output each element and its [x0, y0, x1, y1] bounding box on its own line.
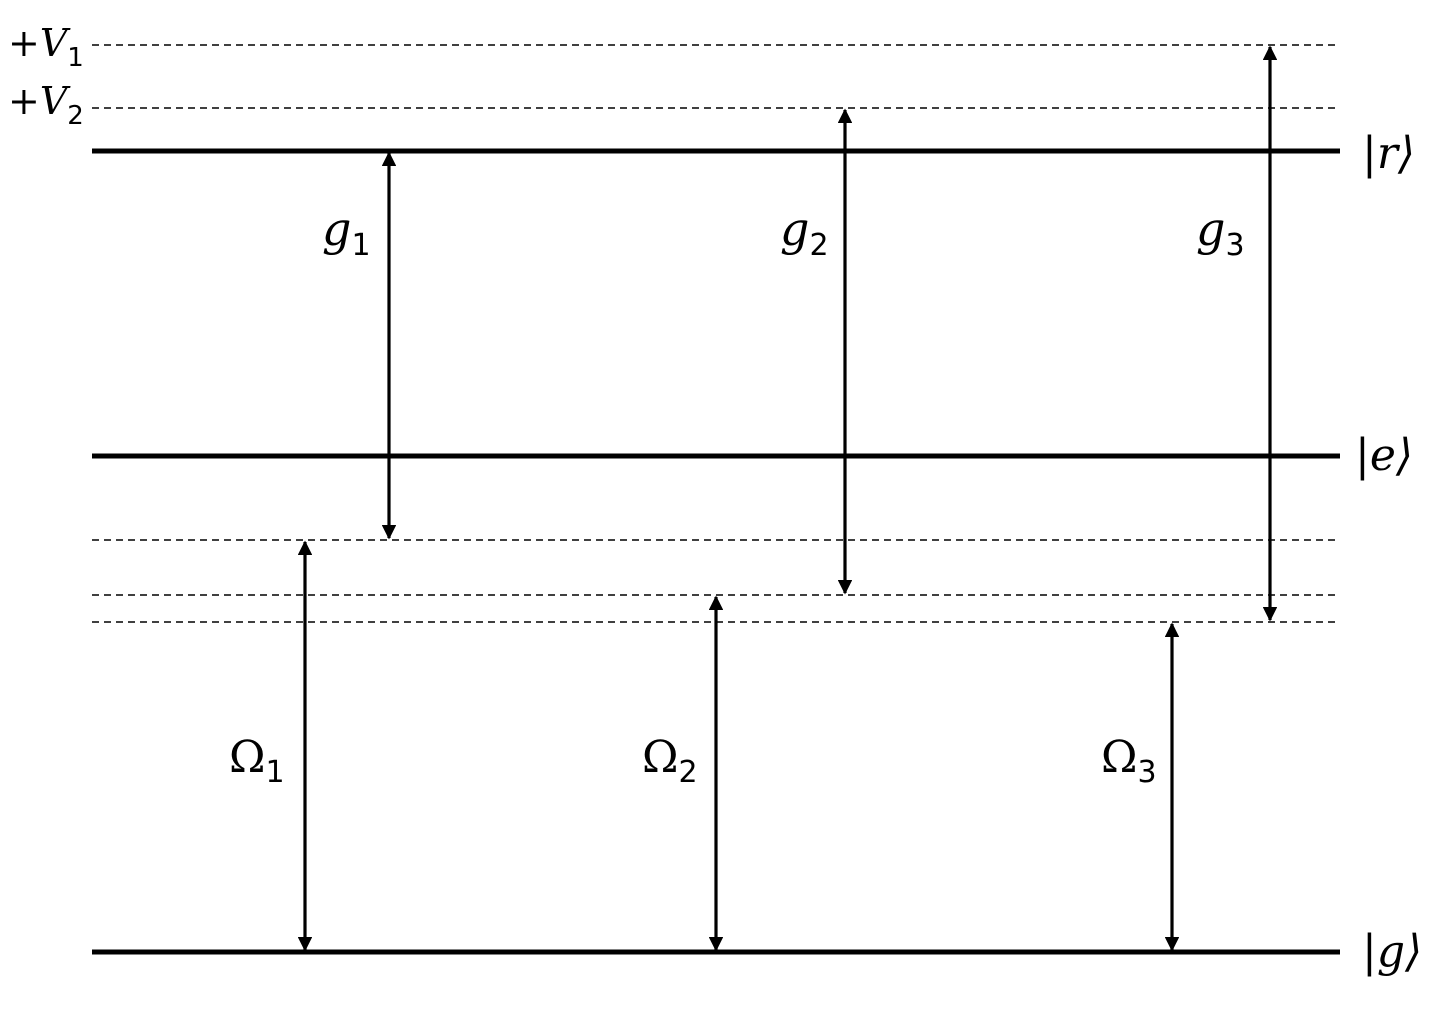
- label-g1: g1: [322, 202, 371, 263]
- label-state-g: |g⟩: [1362, 926, 1422, 977]
- label-v2: +V2: [8, 79, 84, 131]
- label-g3: g3: [1196, 202, 1245, 263]
- label-state-r: |r⟩: [1362, 128, 1415, 179]
- label-omega1: Ω1: [229, 732, 285, 790]
- label-state-e: |e⟩: [1355, 430, 1413, 481]
- label-v1: +V1: [8, 21, 84, 73]
- label-omega3: Ω3: [1101, 732, 1157, 790]
- label-g2: g2: [780, 202, 829, 263]
- label-omega2: Ω2: [642, 732, 698, 790]
